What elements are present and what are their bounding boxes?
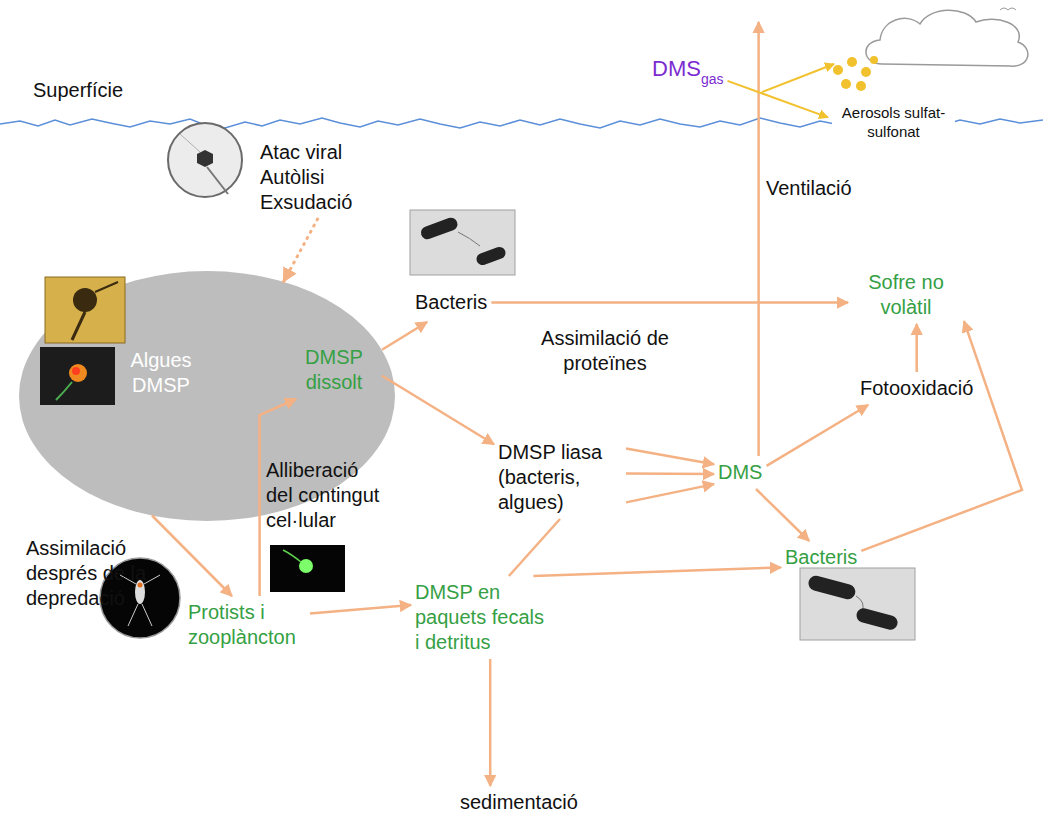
flow-arrow — [626, 448, 714, 464]
enzyme-label-text: DMSP liasa (bacteris, algues) — [498, 440, 622, 515]
organism-label: Protists i zooplàncton — [184, 596, 310, 654]
aerosol-label-text: Aerosols sulfat-sulfonat — [832, 103, 955, 141]
flow-arrow — [382, 322, 427, 350]
edge-label: Assimilació de proteïnes — [541, 326, 669, 376]
aerosol-label: Aerosols sulfat-sulfonat — [828, 99, 959, 145]
flow-arrow — [491, 301, 848, 304]
enzyme-label: DMSP liasa (bacteris, algues) — [494, 436, 626, 519]
organism-label: Bacteris — [411, 286, 491, 319]
flow-arrow — [152, 516, 232, 597]
gas-label-text: gas — [701, 71, 724, 87]
organism-label: Bacteris — [781, 541, 861, 574]
pool-label-text: Sofre no volàtil — [852, 270, 960, 320]
organism-label-text: Bacteris — [785, 545, 857, 570]
edge-label-holder: Assimilació després de la depredació — [26, 536, 161, 611]
flow-arrow — [626, 484, 714, 502]
bacteria-photo — [800, 568, 915, 640]
algae-photo — [40, 277, 125, 405]
flow-arrow — [509, 519, 560, 576]
pool-label-text: DMSP en paquets fecals i detritus — [415, 580, 551, 655]
process-label-text: sedimentació — [460, 790, 578, 815]
pool-label: Sofre no volàtil — [848, 266, 964, 324]
algae-cell — [19, 271, 395, 521]
organism-label-text: Bacteris — [415, 290, 487, 315]
gas-label: DMSgas — [648, 52, 727, 86]
organism-label-text: Protists i zooplàncton — [188, 600, 306, 650]
edge-label: Assimilació després de la depredació — [26, 536, 161, 611]
flow-arrow — [767, 405, 869, 466]
flow-arrow — [310, 605, 411, 613]
pool-label: DMSP en paquets fecals i detritus — [411, 576, 555, 659]
edge-label-holder: Assimilació de proteïnes — [541, 326, 669, 376]
flow-arrow — [626, 472, 714, 475]
ventilation-label: Ventilació — [766, 176, 852, 201]
edge-label: Alliberació del contingut cel·lular — [266, 458, 388, 533]
aerosol-dots — [833, 56, 878, 91]
pool-label: DMSP dissolt — [289, 341, 379, 399]
surface-label: Superfície — [33, 78, 123, 103]
surface-label-holder: Superfície — [33, 78, 123, 103]
ventilation-label-holder: Ventilació — [766, 176, 852, 201]
flow-arrow — [757, 22, 760, 456]
process-label: sedimentació — [456, 786, 582, 819]
edge-label-holder: Alliberació del contingut cel·lular — [266, 458, 388, 533]
algae-ellipse-text: Algues DMSP — [120, 348, 202, 398]
flow-arrow — [489, 659, 492, 786]
flow-arrow — [728, 81, 829, 118]
pool-label: DMS — [714, 456, 766, 489]
process-label-text: Fotooxidació — [860, 376, 973, 401]
flow-arrow — [756, 489, 809, 541]
protist-photo — [270, 545, 345, 592]
cloud — [866, 10, 1028, 66]
flow-arrow — [382, 376, 494, 445]
aerosol-arrow — [762, 64, 834, 92]
process-label-text: Atac viral Autòlisi Exsudació — [260, 140, 360, 215]
gas-label-text: DMS — [652, 56, 701, 82]
bird — [1000, 8, 1016, 10]
process-label: Fotooxidació — [856, 372, 977, 405]
bacteria-photo — [410, 210, 515, 275]
flow-arrow — [915, 324, 918, 372]
flow-arrow — [861, 321, 1022, 551]
flow-arrow — [533, 567, 781, 576]
dotted-arrow — [284, 219, 318, 282]
process-label: Atac viral Autòlisi Exsudació — [256, 136, 364, 219]
pool-label-text: DMS — [718, 460, 762, 485]
pool-label-text: DMSP dissolt — [293, 345, 375, 395]
virus-icon — [168, 123, 242, 197]
